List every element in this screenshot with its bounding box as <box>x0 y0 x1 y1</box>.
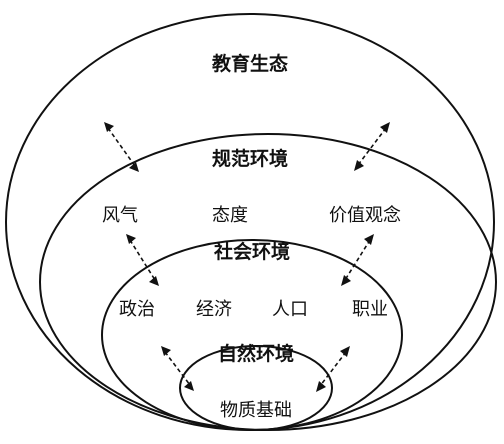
ellipse-norms-environment <box>39 133 497 431</box>
item-values: 价值观念 <box>329 204 401 226</box>
title-norms-environment: 规范环境 <box>212 147 288 170</box>
title-natural-environment: 自然环境 <box>218 342 294 365</box>
title-social-environment: 社会环境 <box>213 240 290 263</box>
item-atmosphere: 风气 <box>102 205 138 226</box>
connector-norms-social-right <box>341 234 374 286</box>
ellipse-natural-environment <box>179 345 333 431</box>
connector-norms-social-left <box>126 234 159 286</box>
item-population: 人口 <box>272 299 308 320</box>
outer-ellipse-education-ecology <box>5 13 495 431</box>
item-attitude: 态度 <box>212 205 248 226</box>
item-politics: 政治 <box>119 299 155 320</box>
title-education-ecology: 教育生态 <box>212 52 288 75</box>
item-occupation: 职业 <box>352 299 388 320</box>
connector-social-nature-right <box>316 346 350 392</box>
item-material-basis: 物质基础 <box>220 400 292 421</box>
connector-outer-norms-left <box>104 122 139 172</box>
item-economy: 经济 <box>196 299 232 320</box>
connector-social-nature-left <box>161 346 194 391</box>
connector-outer-norms-right <box>354 122 390 171</box>
